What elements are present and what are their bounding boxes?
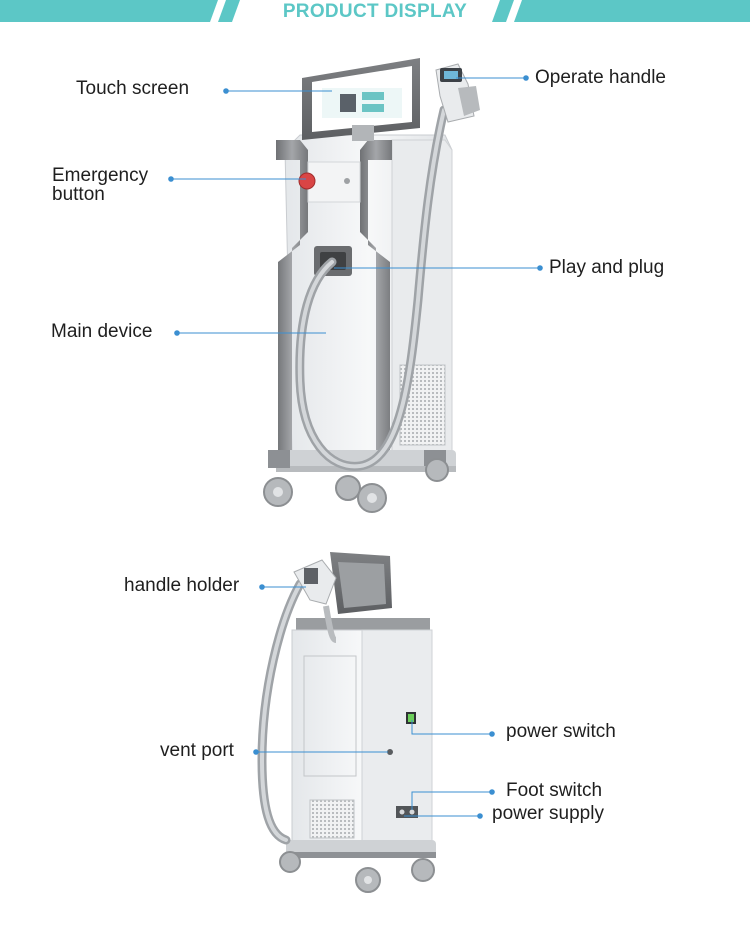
leader-lines (168, 75, 543, 819)
label-foot-switch: Foot switch (506, 780, 603, 801)
front-machine (263, 58, 480, 513)
header-band-graphic (0, 0, 750, 22)
page-title: PRODUCT DISPLAY (282, 1, 468, 22)
label-main-device: Main device (51, 321, 153, 342)
label-emergency-button-line2: button (52, 184, 105, 205)
back-machine (257, 552, 436, 893)
label-power-supply: power supply (492, 803, 604, 824)
label-vent-port: vent port (160, 740, 234, 761)
label-power-switch: power switch (506, 721, 616, 742)
label-play-and-plug: Play and plug (549, 257, 665, 278)
label-touch-screen: Touch screen (76, 78, 190, 99)
label-handle-holder: handle holder (124, 575, 240, 596)
label-emergency-button-line1: Emergency (52, 165, 149, 186)
label-emergency-button: Emergency button (52, 166, 182, 204)
label-operate-handle: Operate handle (535, 67, 666, 88)
header-banner: PRODUCT DISPLAY (0, 0, 750, 26)
